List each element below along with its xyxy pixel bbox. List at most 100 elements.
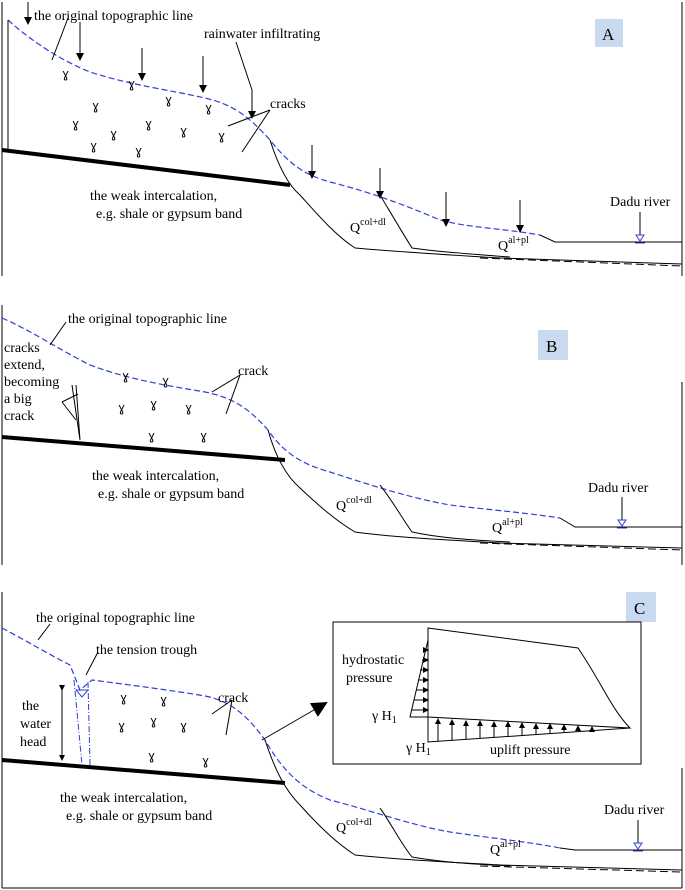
panel-b-topographic-line (1, 317, 561, 519)
panel-b-crack-marks: ɣ ɣ ɣ ɣ ɣ ɣ ɣ (118, 369, 207, 443)
panel-a: A ɣ ɣ ɣ (1, 2, 683, 276)
panel-c-crack-marks: ɣ ɣ ɣ ɣ ɣ ɣ ɣ (118, 691, 209, 768)
svg-text:ɣ: ɣ (162, 374, 169, 388)
panel-b: B ɣ ɣ ɣ ɣ ɣ ɣ ɣ the original topographic… (1, 305, 683, 565)
panel-c-topo-pointer (37, 623, 51, 641)
panel-b-tag: B (546, 337, 557, 356)
panel-a-cracks-label: cracks (270, 97, 306, 112)
panel-c-head-label-3: head (20, 735, 46, 750)
panel-b-cracks-extend-3: becoming (4, 375, 59, 390)
panel-c-head-label-1: the (22, 699, 39, 714)
panel-c-inset-arrow (261, 701, 328, 741)
panel-a-weak-intercalation (1, 148, 291, 187)
panel-a-crack-marks: ɣ ɣ ɣ ɣ ɣ ɣ ɣ ɣ ɣ ɣ ɣ ɣ (62, 67, 225, 158)
svg-text:ɣ: ɣ (148, 429, 155, 443)
panel-c-alluvial-base (499, 864, 683, 871)
inset-gamma-h-upper: γ H1 (371, 709, 397, 726)
panel-b-cracks-extend-5: crack (4, 409, 34, 424)
panel-c-crack-label: crack (218, 691, 248, 706)
panel-b-big-crack-pointer (61, 393, 79, 403)
svg-text:ɣ: ɣ (185, 401, 192, 415)
panel-c-alluvial-surface (559, 847, 682, 851)
svg-text:ɣ: ɣ (72, 117, 79, 131)
panel-c-slide-surface (264, 739, 501, 866)
panel-c-river-label: Dadu river (604, 803, 665, 818)
svg-text:ɣ: ɣ (90, 139, 97, 153)
panel-a-colluvial-label: Qcol+dl (350, 217, 386, 236)
panel-c-weak-label-1: the weak intercalation, (60, 791, 187, 806)
svg-text:ɣ: ɣ (180, 124, 187, 138)
panel-c-trough-label: the tension trough (96, 643, 197, 658)
panel-a-alluvial-base (499, 257, 683, 265)
panel-c-alluvial-label: Qal+pl (490, 839, 521, 858)
panel-a-topo-label: the original topographic line (34, 9, 193, 24)
panel-a-rain-label: rainwater infiltrating (204, 27, 320, 42)
inset-hydro-label-2: pressure (346, 671, 393, 686)
inset-hydrostatic-triangle (409, 639, 429, 718)
panel-b-weak-label-2: e.g. shale or gypsum band (98, 487, 244, 502)
panel-c-topo-label: the original topographic line (36, 611, 195, 626)
panel-c-tag-bg (626, 592, 656, 622)
panel-b-big-crack-pointer (61, 401, 77, 421)
panel-b-crack-label: crack (238, 364, 268, 379)
panel-a-river-level-icon (635, 234, 645, 244)
svg-text:ɣ: ɣ (150, 397, 157, 411)
panel-c-river-level-icon (633, 842, 643, 852)
inset-uplift-triangle (427, 717, 631, 743)
panel-c: C ɣ ɣ ɣ ɣ ɣ ɣ ɣ (1, 592, 683, 889)
panel-c-trough-wall-left (73, 679, 83, 766)
svg-text:ɣ: ɣ (145, 117, 152, 131)
svg-text:ɣ: ɣ (160, 693, 167, 707)
panel-b-alluvial-base (499, 542, 683, 549)
svg-text:ɣ: ɣ (148, 749, 155, 763)
panel-a-alluvial-label: Qal+pl (498, 235, 529, 254)
panel-a-crack-pointer (227, 109, 271, 127)
panel-b-bedrock-dashed (479, 542, 683, 551)
panel-a-tag-bg (595, 19, 623, 47)
panel-c-head-label-2: water (20, 717, 51, 732)
inset-gamma-h-lower: γ H1 (405, 741, 431, 758)
svg-text:ɣ: ɣ (135, 144, 142, 158)
panel-a-weak-label-2: e.g. shale or gypsum band (96, 207, 242, 222)
panel-b-colluvial-label: Qcol+dl (336, 495, 372, 514)
panel-c-crack-pointer (211, 699, 233, 715)
panel-b-river-level-icon (617, 519, 627, 529)
panel-b-river-label: Dadu river (588, 481, 649, 496)
panel-c-weak-intercalation (1, 758, 286, 785)
panel-b-alluvial-label: Qal+pl (492, 517, 523, 536)
inset-hydro-label-1: hydrostatic (342, 653, 404, 668)
panel-a-river-label: Dadu river (610, 195, 671, 210)
svg-text:ɣ: ɣ (150, 714, 157, 728)
panel-b-cracks-extend-2: extend, (4, 358, 45, 373)
panel-b-cracks-extend-4: a big (4, 392, 32, 407)
panel-c-bedrock-dashed (479, 865, 683, 873)
panel-a-topographic-line (7, 19, 541, 236)
panel-b-big-crack (71, 384, 81, 441)
panel-b-topo-label: the original topographic line (68, 312, 227, 327)
panel-a-weak-label-1: the weak intercalation, (90, 189, 217, 204)
panel-b-weak-label-1: the weak intercalation, (92, 469, 219, 484)
svg-text:ɣ: ɣ (205, 101, 212, 115)
svg-text:ɣ: ɣ (110, 127, 117, 141)
panel-a-tag: A (602, 25, 615, 44)
panel-b-topo-pointer (49, 321, 67, 346)
panel-a-bedrock-dashed (479, 257, 683, 267)
panel-c-trough-wall-right (87, 681, 91, 766)
panel-a-rain-label-pointer (235, 41, 253, 91)
panel-b-tag-bg (538, 330, 568, 360)
panel-c-colluvial-outline (379, 807, 511, 867)
panel-a-colluvial-outline (379, 194, 511, 258)
panel-b-cracks-extend-1: cracks (4, 341, 40, 356)
panel-c-crack-pointer (225, 699, 233, 736)
svg-text:ɣ: ɣ (92, 99, 99, 113)
panel-b-colluvial-outline (379, 484, 511, 543)
svg-text:ɣ: ɣ (180, 719, 187, 733)
panel-c-trough-water-icon (74, 689, 90, 698)
svg-text:ɣ: ɣ (62, 67, 69, 81)
svg-text:ɣ: ɣ (120, 691, 127, 705)
svg-text:ɣ: ɣ (200, 429, 207, 443)
svg-text:ɣ: ɣ (118, 719, 125, 733)
panel-b-alluvial-surface (559, 517, 682, 528)
panel-a-slide-surface (269, 139, 501, 259)
panel-b-slide-surface (267, 429, 501, 544)
